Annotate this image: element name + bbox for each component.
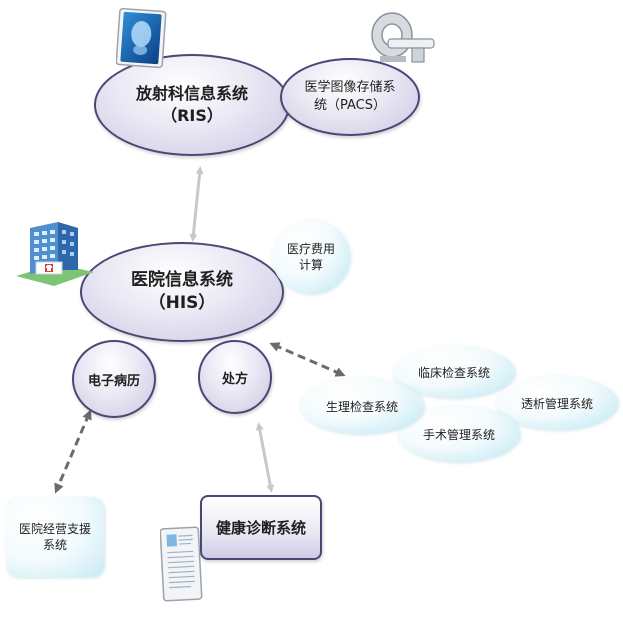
billing-node: 医疗费用 计算 <box>272 220 350 294</box>
surgery-label: 手术管理系统 <box>422 427 495 442</box>
head-scan-icon <box>116 8 167 69</box>
pacs-node: 医学图像存储系 统（PACS） <box>280 58 420 136</box>
clinical-exam-label: 临床检查系统 <box>417 365 490 380</box>
pacs-label-line2: 统（PACS） <box>313 98 386 113</box>
health-diagnosis-label: 健康诊断系统 <box>215 519 306 537</box>
medical-record-icon <box>160 526 203 602</box>
physio-exam-node: 生理检查系统 <box>300 378 424 434</box>
physio-exam-label: 生理检查系统 <box>325 399 398 414</box>
his-label-line2: （HIS） <box>148 293 216 313</box>
health-diagnosis-node: 健康诊断系统 <box>200 495 322 560</box>
ct-scanner-icon <box>371 12 435 63</box>
prescription-label: 处方 <box>221 371 248 387</box>
his-node: 医院信息系统 （HIS） <box>80 242 284 342</box>
billing-label-line2: 计算 <box>298 258 323 272</box>
billing-label-line1: 医疗费用 <box>286 241 335 256</box>
ris-label-line1: 放射科信息系统 <box>135 84 248 104</box>
ris-label-line2: （RIS） <box>161 106 223 125</box>
ris-node: 放射科信息系统 （RIS） <box>94 54 290 156</box>
prescription-health-arrow <box>255 422 275 493</box>
dialysis-node: 透析管理系统 <box>496 376 618 430</box>
management-support-node: 医院经营支援 系统 <box>6 497 104 577</box>
pacs-label-line1: 医学图像存储系 <box>304 80 396 96</box>
ris-his-arrow <box>189 166 204 242</box>
his-label-line1: 医院信息系统 <box>131 270 233 291</box>
management-label-line2: 系统 <box>42 538 67 552</box>
his-physio-dashed-arrow <box>269 342 346 377</box>
emr-management-dashed-arrow <box>54 409 92 494</box>
prescription-node: 处方 <box>198 340 272 414</box>
dialysis-label: 透析管理系统 <box>520 396 593 411</box>
hospital-building-icon <box>16 222 94 286</box>
emr-node: 电子病历 <box>72 340 156 418</box>
emr-label: 电子病历 <box>87 373 140 389</box>
management-label-line1: 医院经营支援 <box>18 521 91 536</box>
